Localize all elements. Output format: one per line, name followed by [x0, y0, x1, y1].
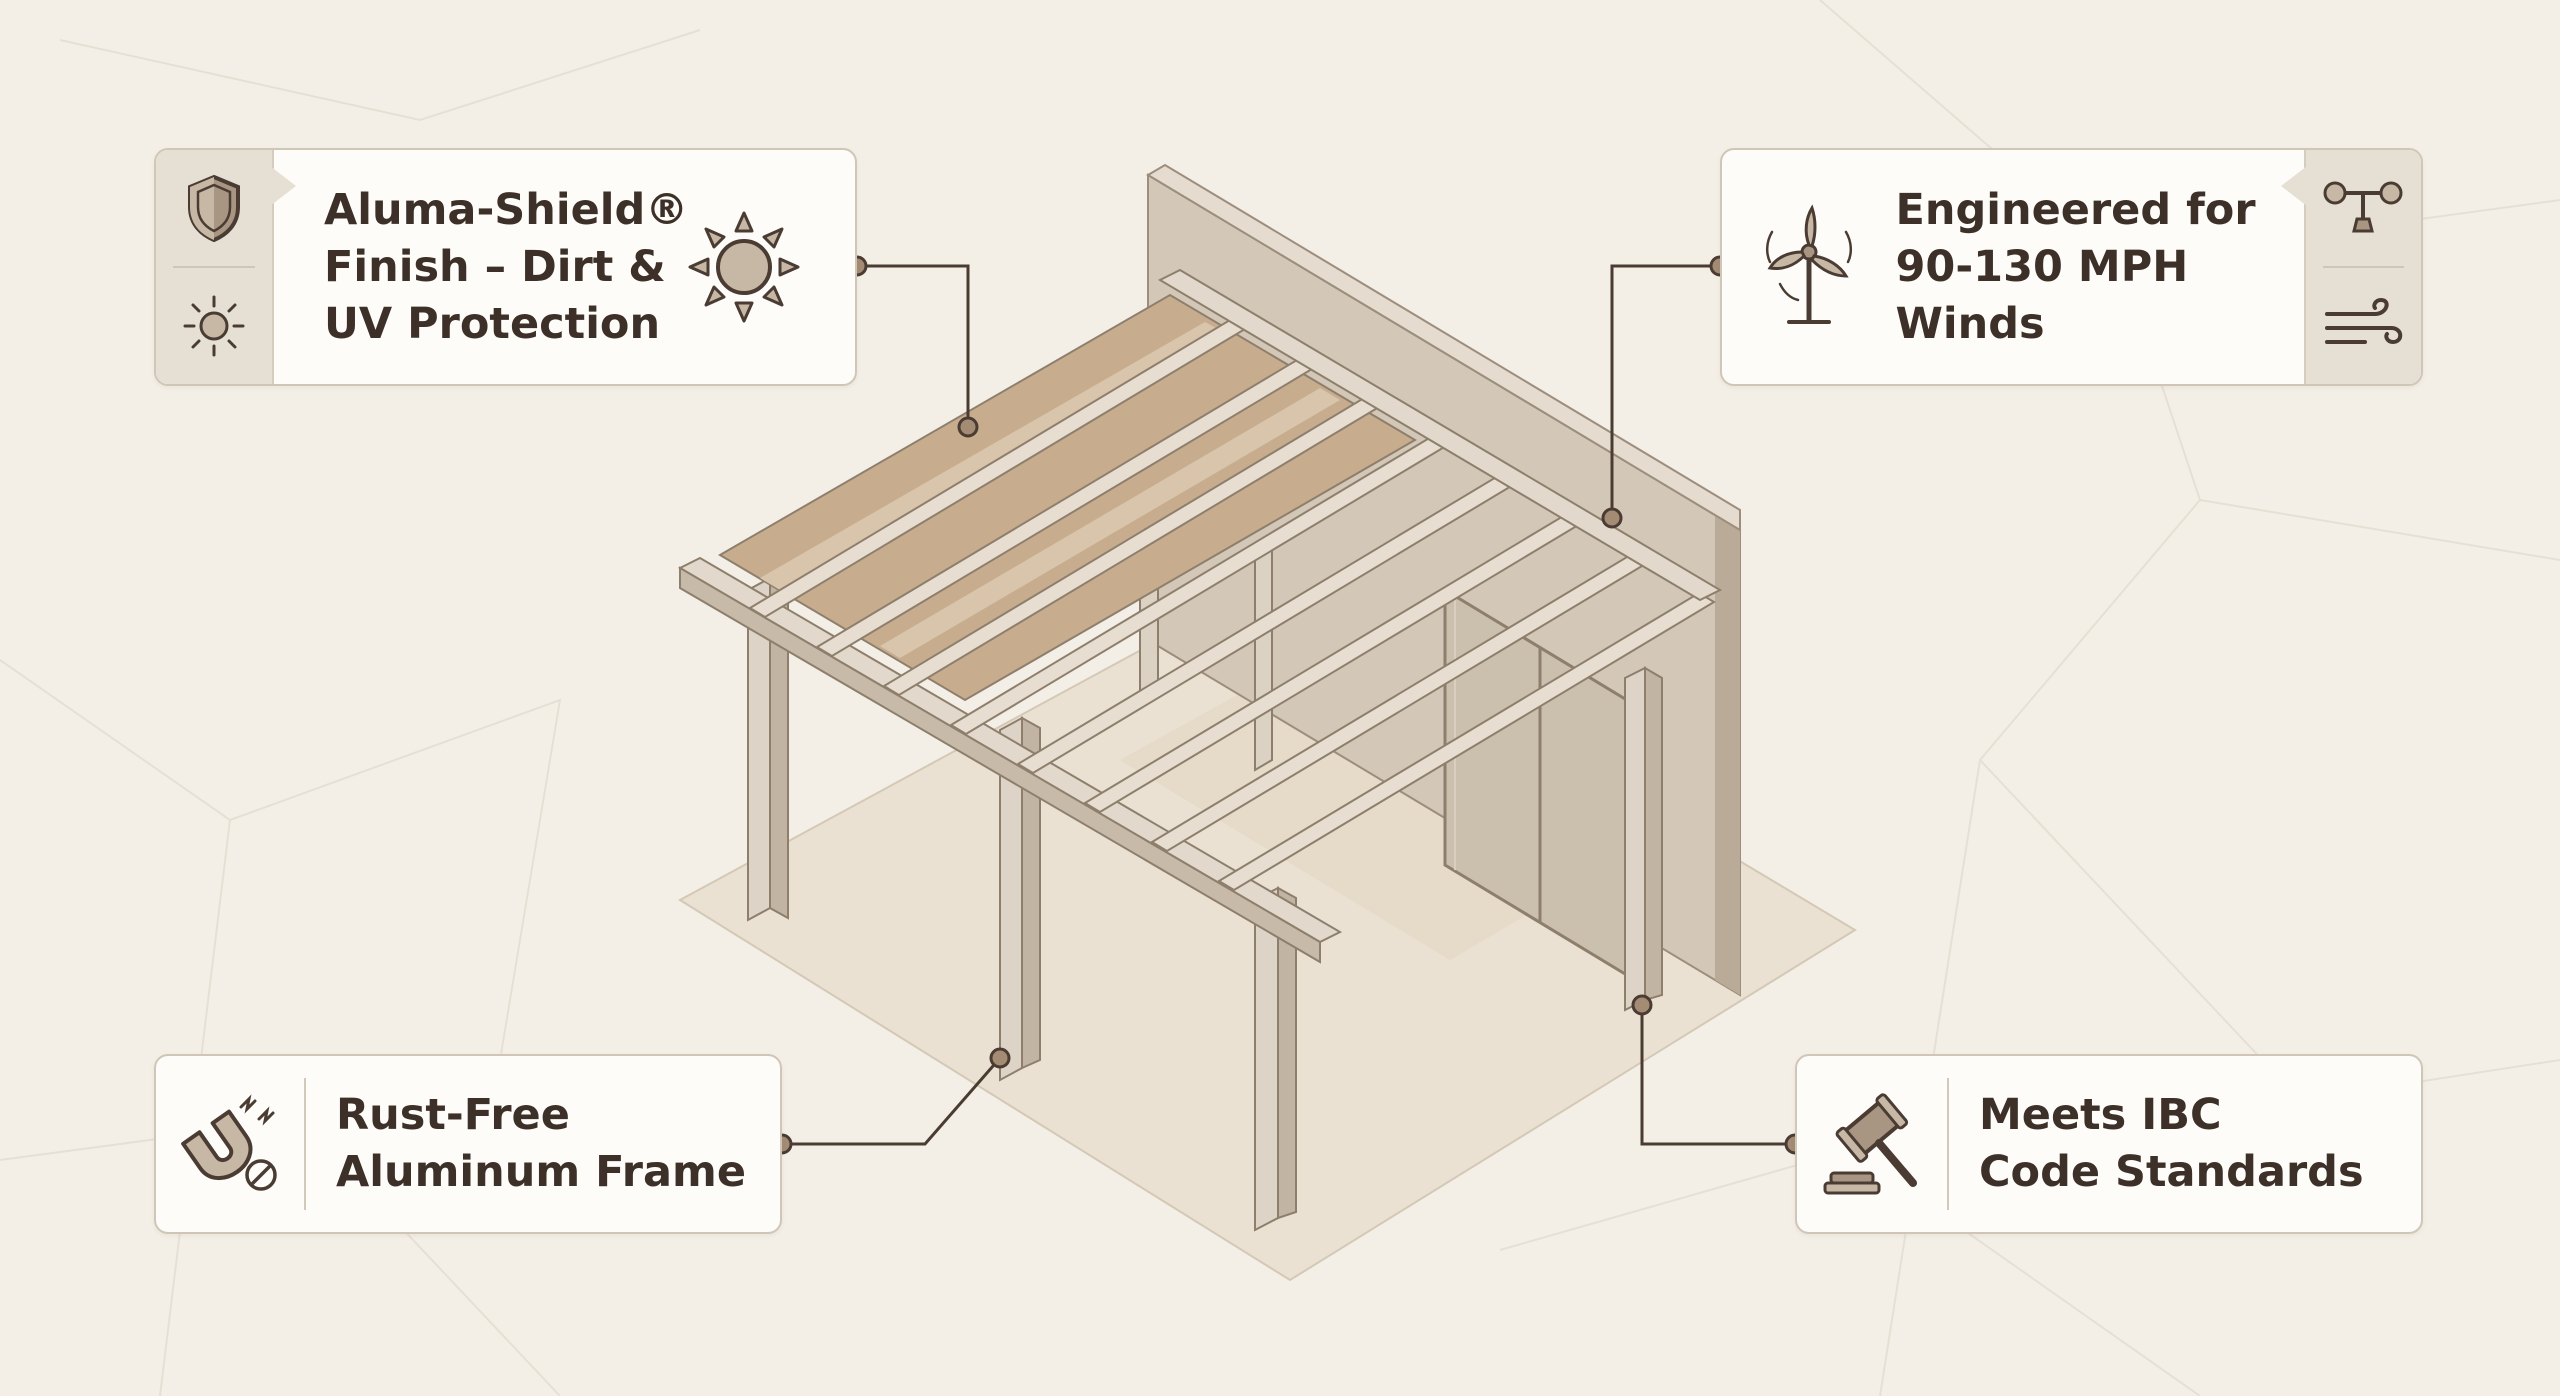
- finish-label-line-2: Finish – Dirt &: [324, 241, 666, 292]
- post-left: [747, 576, 789, 922]
- large-sun-icon: [669, 150, 819, 384]
- finish-icon-strip: [156, 150, 274, 384]
- finish-label: Aluma-Shield® Finish – Dirt & UV Protect…: [274, 150, 689, 384]
- frame-label-line-1: Rust-Free: [336, 1090, 570, 1140]
- house-wall-front: [1715, 515, 1740, 995]
- magnet-no-rust-icon: [156, 1056, 304, 1232]
- rafters: [748, 318, 1716, 892]
- sun-icon: [156, 268, 272, 384]
- post-front: [1254, 886, 1297, 1232]
- winds-icon-strip: [2303, 150, 2421, 384]
- card-pointer: [2281, 166, 2307, 206]
- leader-lines: [782, 264, 1795, 1146]
- frame-label-line-2: Aluminum Frame: [336, 1147, 746, 1197]
- code-label-line-2: Code Standards: [1979, 1147, 2364, 1197]
- wind-turbine-icon: [1722, 150, 1896, 384]
- anemometer-icon: [2306, 150, 2421, 266]
- finish-callout-card: Aluma-Shield® Finish – Dirt & UV Protect…: [154, 148, 857, 386]
- shield-icon: [156, 150, 272, 266]
- house-wall-top: [1146, 163, 1741, 532]
- winds-label-line-3: Winds: [1895, 298, 2045, 349]
- code-label: Meets IBC Code Standards: [1949, 1056, 2364, 1232]
- card-pointer: [270, 166, 296, 206]
- finish-label-line-3: UV Protection: [324, 298, 661, 349]
- post-right: [1624, 666, 1663, 1012]
- code-label-line-1: Meets IBC: [1979, 1090, 2222, 1140]
- wind-icon: [2306, 268, 2421, 384]
- winds-callout-card: Engineered for 90-130 MPH Winds: [1720, 148, 2423, 386]
- winds-label-line-2: 90-130 MPH: [1895, 241, 2189, 292]
- post-middle-left: [999, 716, 1041, 1082]
- winds-label-line-1: Engineered for: [1895, 184, 2256, 235]
- frame-callout-card: Rust-Free Aluminum Frame: [154, 1054, 782, 1234]
- frame-label: Rust-Free Aluminum Frame: [306, 1056, 746, 1232]
- ledger-beam: [1157, 268, 1723, 602]
- finish-label-line-1: Aluma-Shield®: [324, 184, 689, 235]
- winds-label: Engineered for 90-130 MPH Winds: [1896, 150, 2304, 384]
- gavel-icon: [1797, 1056, 1947, 1232]
- code-callout-card: Meets IBC Code Standards: [1795, 1054, 2423, 1234]
